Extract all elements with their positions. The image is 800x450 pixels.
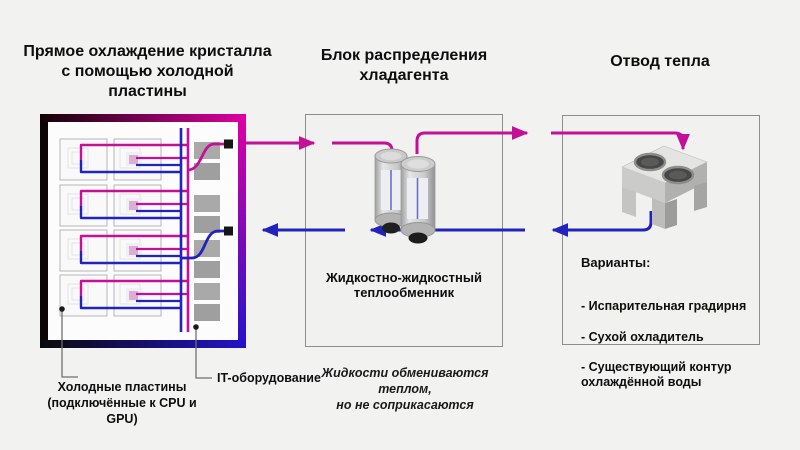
cold-plate-rows [59, 138, 189, 317]
option-item: - Существующий контур охлаждённой воды [581, 360, 732, 390]
server-row [59, 274, 189, 317]
options-title: Варианты: [581, 255, 651, 270]
option-item: - Сухой охладитель [581, 329, 704, 344]
server-row [59, 229, 189, 272]
heat-exchanger-label: Жидкостно-жидкостный теплообменник [326, 270, 482, 300]
it-equipment-blocks [194, 142, 220, 321]
section-title-heat-rejection: Отвод тепла [610, 53, 710, 70]
cold-plates-label: Холодные пластины (подключённые к CPU и … [47, 380, 197, 426]
option-item: - Испарительная градирня [581, 299, 747, 314]
fluids-note: Жидкости обмениваются теплом, но не сопр… [321, 366, 489, 412]
server-row [59, 184, 189, 227]
options-list: - Испарительная градирня - Сухой охладит… [581, 284, 753, 406]
rack-frame [40, 114, 246, 348]
cdu-box [305, 114, 503, 347]
it-equipment-label: IT-оборудование [217, 371, 321, 385]
coolant-manifolds [179, 128, 224, 332]
server-row [59, 138, 189, 181]
leader-lines [59, 306, 212, 379]
section-title-direct-cooling: Прямое охлаждение кристалла с помощью хо… [23, 43, 272, 100]
rack-connector-squares [224, 139, 233, 236]
section-title-cdu: Блок распределения хладагента [320, 47, 488, 84]
